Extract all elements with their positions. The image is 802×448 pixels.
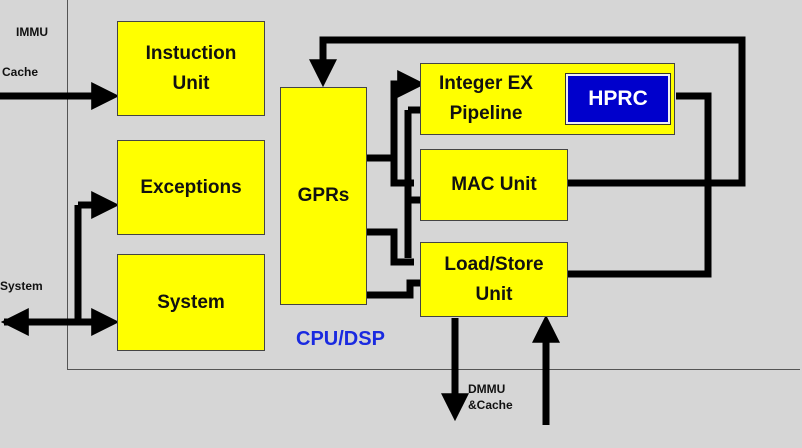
load-store-line1: Load/Store	[444, 253, 544, 275]
integer-ex-line1: Integer EX	[439, 73, 533, 94]
wire-feedback-loop	[309, 36, 746, 187]
dmmu-cache-label: DMMU &Cache	[468, 381, 513, 413]
dmmu-cache-sub-label: &Cache	[468, 398, 513, 412]
dmmu-label: DMMU	[468, 382, 506, 396]
mac-unit-label: MAC Unit	[451, 174, 537, 195]
exceptions-label: Exceptions	[140, 176, 242, 198]
gprs-label: GPRs	[297, 185, 350, 206]
gprs-block: GPRs	[280, 87, 367, 305]
instruction-unit-line1: Instuction	[145, 42, 237, 64]
instruction-unit-block: Instuction Unit	[117, 21, 265, 116]
integer-ex-line2: Pipeline	[449, 103, 523, 124]
wire-loadstore-feedback	[568, 92, 712, 278]
load-store-line2: Unit	[475, 283, 513, 305]
wire-gprs-to-loadstore	[367, 228, 414, 266]
system-label: System	[157, 291, 225, 313]
exceptions-block: Exceptions	[117, 140, 265, 235]
hprc-block: HPRC	[565, 73, 671, 125]
wire-gprs-to-mac	[367, 154, 414, 187]
cache-label: Cache	[2, 65, 39, 79]
system-bus-label: System	[0, 279, 43, 293]
system-block: System	[117, 254, 265, 351]
immu-label: IMMU	[16, 25, 48, 39]
wire-gprs-bottom	[367, 279, 420, 299]
cpu-boundary-frame	[67, 0, 800, 370]
mac-unit-block: MAC Unit	[420, 149, 568, 221]
instruction-unit-line2: Unit	[172, 72, 210, 94]
cpu-dsp-label: CPU/DSP	[296, 328, 385, 350]
load-store-unit-block: Load/Store Unit	[420, 242, 568, 317]
